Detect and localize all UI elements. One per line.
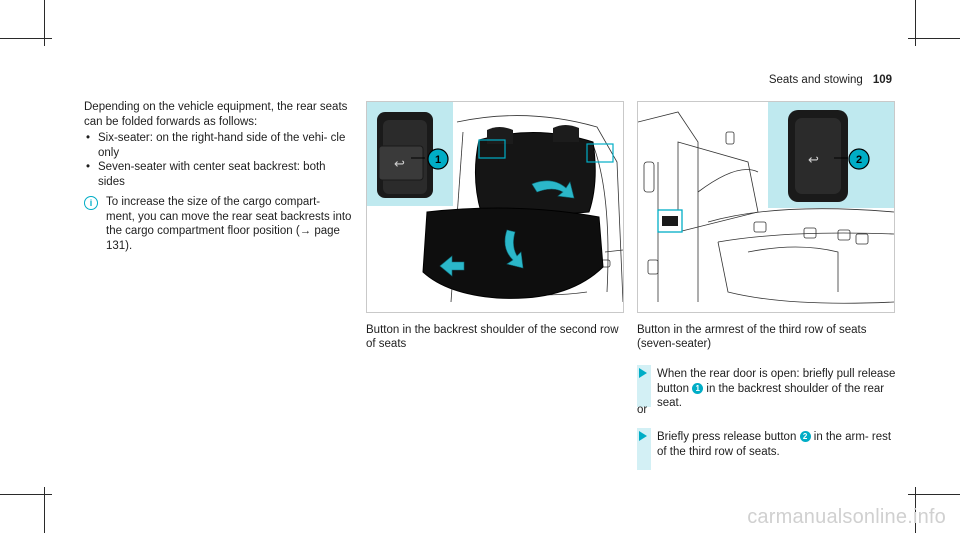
bullet-list: Six-seater: on the right-hand side of th… <box>84 131 352 189</box>
crop-mark <box>915 0 916 46</box>
intro-text: Depending on the vehicle equipment, the … <box>84 101 348 128</box>
svg-text:↩: ↩ <box>808 153 819 168</box>
callout-badge: 2 <box>799 431 811 442</box>
step-text: When the rear door is open: briefly pull… <box>657 367 899 411</box>
step-text-part: in the backrest shoulder of the rear sea… <box>657 382 885 410</box>
crop-mark <box>44 487 45 533</box>
note-text: To increase the size of the cargo compar… <box>106 196 352 252</box>
crop-mark <box>908 494 960 495</box>
instruction-step: When the rear door is open: briefly pull… <box>637 365 899 411</box>
callout-label: 1 <box>435 154 441 166</box>
list-item: Six-seater: on the right-hand side of th… <box>84 131 352 160</box>
left-column: Depending on the vehicle equipment, the … <box>84 100 352 253</box>
figure-third-row: ↩ 2 <box>637 101 895 313</box>
note-block: i To increase the size of the cargo comp… <box>84 195 352 253</box>
page-number: 109 <box>872 74 892 86</box>
or-label: or <box>637 404 648 416</box>
callout-badge: 1 <box>692 382 704 394</box>
instruction-step: Briefly press release button 2 in the ar… <box>637 428 899 470</box>
svg-text:↩: ↩ <box>394 157 405 172</box>
step-arrow-icon <box>639 368 647 378</box>
crop-mark <box>44 0 45 46</box>
crop-mark <box>915 487 916 533</box>
figure-caption: Button in the backrest shoulder of the s… <box>366 324 619 350</box>
step-text-part: Briefly press release button <box>657 431 797 443</box>
third-row-illustration: ↩ <box>638 102 894 304</box>
callout-2: 2 <box>848 148 870 170</box>
section-title: Seats and stowing <box>768 74 863 86</box>
step-text-part: When the rear door is open: briefly pull… <box>657 368 896 395</box>
page-header: Seats and stowing 109 <box>769 74 892 86</box>
step-text-part: in the arm- rest of the third row of sea… <box>657 431 892 458</box>
callout-1: 1 <box>427 148 449 170</box>
crop-mark <box>0 494 52 495</box>
step-text: Briefly press release button 2 in the ar… <box>657 430 899 459</box>
figure-caption: Button in the armrest of the third row o… <box>637 324 867 350</box>
crop-mark <box>0 38 52 39</box>
crop-mark <box>908 38 960 39</box>
info-icon: i <box>84 196 98 210</box>
callout-label: 2 <box>856 154 862 166</box>
watermark: carmanualsonline.info <box>747 506 946 528</box>
list-item: Seven-seater with center seat backrest: … <box>84 160 352 189</box>
rear-seat-illustration: ↩ <box>367 102 623 303</box>
figure-rear-seat: ↩ 1 <box>366 101 624 313</box>
step-arrow-icon <box>639 431 647 441</box>
